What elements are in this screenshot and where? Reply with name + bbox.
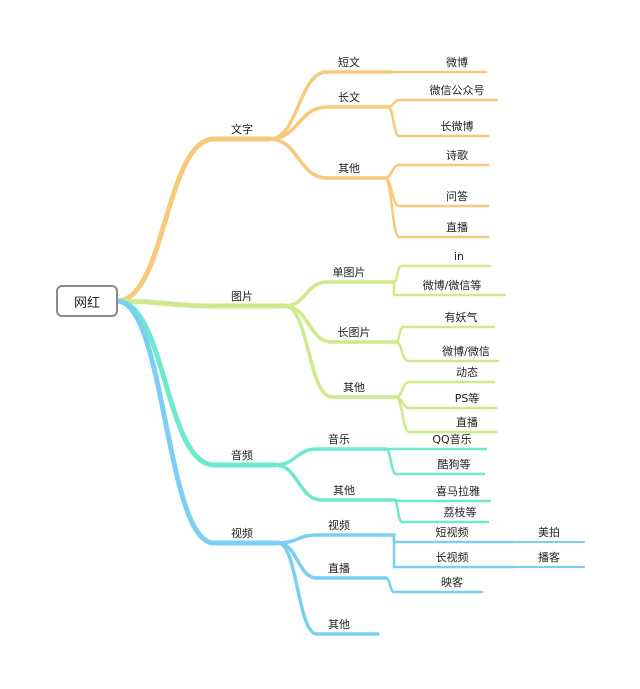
- edge-text-2-2: [383, 176, 401, 239]
- leaf-label-video-1-0: 映客: [441, 576, 463, 589]
- edge-audio-1-1: [392, 498, 404, 524]
- node-label-text-1: 长文: [338, 91, 360, 104]
- leaf-label-text-2-0: 诗歌: [446, 149, 468, 162]
- node-label-text-0: 短文: [338, 56, 360, 69]
- leaf-label-text-2-2: 直播: [446, 221, 468, 234]
- edge-text-0: [268, 70, 329, 141]
- edge-video-0: [276, 533, 319, 545]
- edge-video-1-0: [384, 576, 396, 594]
- node-label-video-0: 视频: [328, 519, 350, 532]
- leaf-label-audio-0-0: QQ音乐: [432, 433, 472, 446]
- edge-audio-0-1: [384, 447, 398, 476]
- branch-label-text: 文字: [231, 123, 253, 136]
- edge-image-2-2: [394, 395, 411, 434]
- node-label-video-2: 其他: [328, 618, 350, 631]
- leaf-label-image-1-0: 有妖气: [444, 311, 478, 324]
- leaf-label-image-2-2: 直播: [456, 416, 478, 429]
- edge-text-1: [268, 105, 329, 141]
- edge-text-2: [268, 137, 329, 180]
- edge-image-1-1: [394, 340, 410, 363]
- node-label-video-1: 直播: [328, 562, 350, 575]
- leaf-label-text-1-0: 微信公众号: [429, 84, 485, 97]
- branch-label-image: 图片: [231, 290, 253, 303]
- leaf-label-image-2-1: PS等: [454, 392, 480, 405]
- edge-text-1-0: [386, 98, 401, 109]
- root-label: 网红: [73, 295, 100, 311]
- edge-video-2: [276, 541, 319, 636]
- edge-text-1-1: [386, 105, 401, 138]
- leaf-label-text-2-1: 问答: [446, 190, 468, 203]
- edge-image-1-0: [394, 325, 405, 344]
- leaf4-label-0-0: 美拍: [538, 526, 560, 539]
- node-label-image-2: 其他: [343, 381, 365, 394]
- leaf-label-image-0-1: 微博/微信等: [422, 279, 482, 292]
- edge-image: [114, 298, 217, 309]
- leaf-label-video-0-1: 长视频: [435, 551, 469, 564]
- leaf-label-video-0-0: 短视频: [435, 526, 469, 539]
- node-label-image-1: 长图片: [337, 326, 371, 339]
- node-label-audio-0: 音乐: [328, 433, 350, 446]
- edge-video: [114, 298, 217, 546]
- edge-image-0: [283, 280, 329, 308]
- edge-audio: [114, 298, 217, 468]
- leaf-label-image-1-1: 微博/微信: [442, 345, 490, 358]
- leaf-label-image-0-0: in: [453, 250, 465, 263]
- node-label-audio-1: 其他: [333, 484, 355, 497]
- leaf-label-audio-1-0: 喜马拉雅: [436, 485, 480, 498]
- leaf-label-image-2-0: 动态: [456, 366, 478, 379]
- leaf-label-audio-0-1: 酷狗等: [437, 458, 471, 471]
- branch-label-video: 视频: [231, 527, 253, 540]
- root-node: 网红: [56, 285, 118, 317]
- edge-text-2-0: [383, 163, 401, 180]
- leaf-label-text-1-1: 长微博: [440, 120, 474, 133]
- node-label-text-2: 其他: [338, 162, 360, 175]
- leaf-label-text-0-0: 微博: [446, 56, 468, 69]
- edge-image-0-0: [392, 264, 403, 284]
- edge-image-2-0: [394, 380, 411, 399]
- edge-audio-0: [273, 447, 319, 467]
- leaf-label-audio-1-1: 荔枝等: [443, 506, 477, 519]
- node-label-image-0: 单图片: [332, 266, 366, 279]
- branch-label-audio: 音频: [231, 449, 253, 462]
- edge-audio-1: [273, 463, 324, 502]
- edge-text: [114, 136, 217, 304]
- edge-image-2: [283, 304, 334, 399]
- leaf4-label-1-0: 播客: [538, 551, 560, 564]
